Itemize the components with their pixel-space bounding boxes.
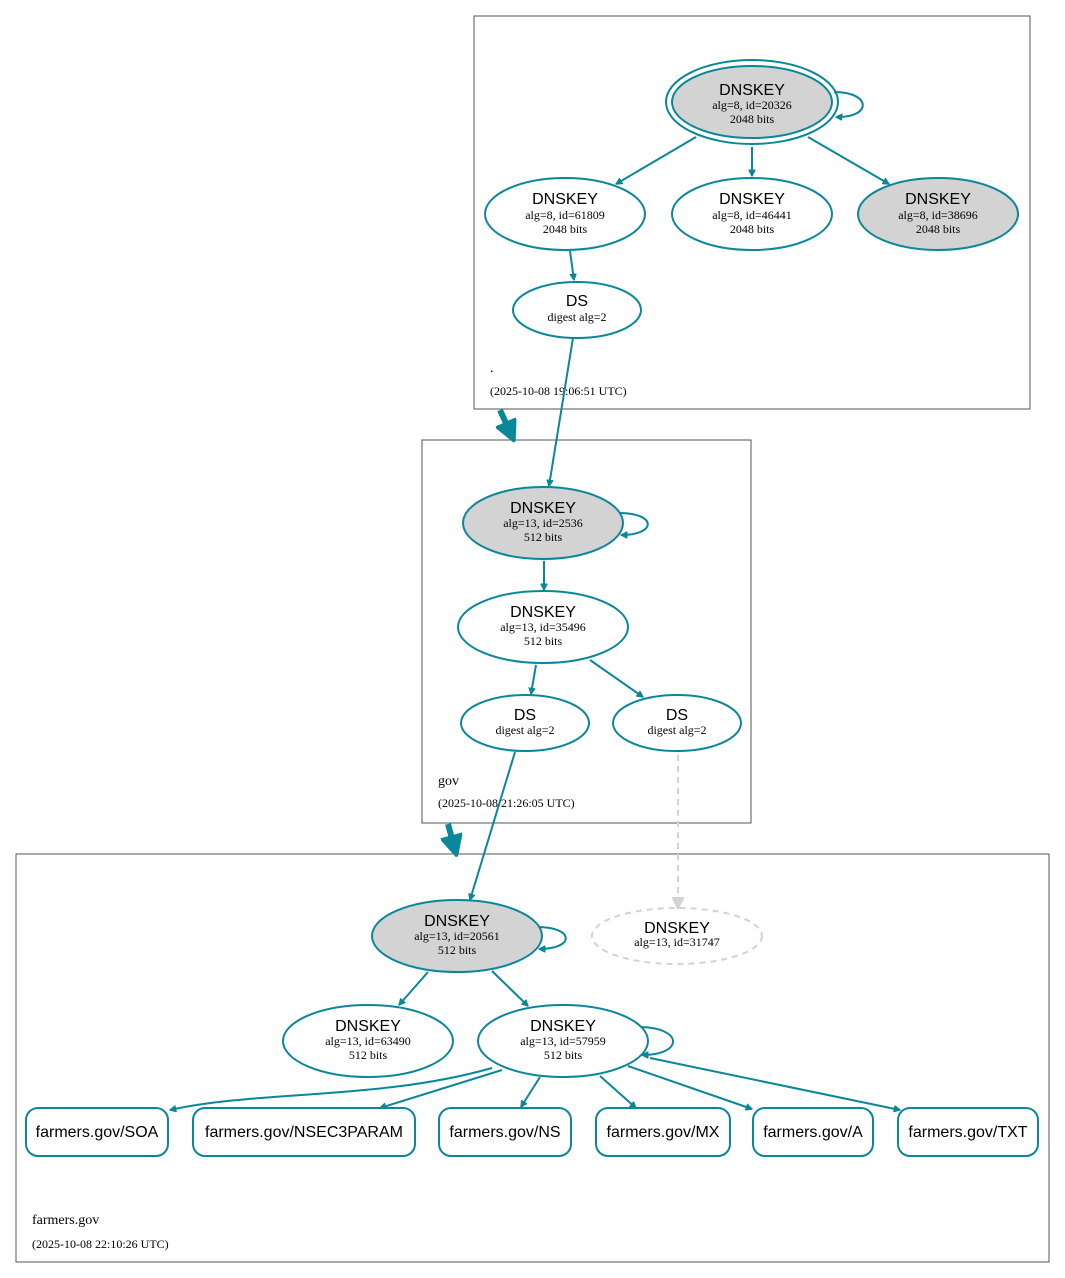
rrset-soa[interactable]: farmers.gov/SOA [25, 1107, 169, 1157]
node-title: DNSKEY [424, 913, 490, 930]
node-title: DNSKEY [335, 1018, 401, 1035]
dnskey-node-63490[interactable]: DNSKEY alg=13, id=63490 512 bits [282, 1004, 454, 1078]
node-size: 2048 bits [730, 222, 775, 236]
edge [807, 136, 889, 185]
node-detail: digest alg=2 [647, 723, 706, 737]
dnskey-node-20326[interactable]: DNSKEY alg=8, id=20326 2048 bits [665, 59, 839, 145]
node-title: DNSKEY [510, 604, 576, 621]
node-detail: alg=13, id=2536 [503, 516, 583, 530]
edge [531, 664, 537, 694]
edge-to-ns [520, 1076, 541, 1107]
rrset-a[interactable]: farmers.gov/A [752, 1107, 874, 1157]
node-size: 2048 bits [916, 222, 961, 236]
edge [569, 250, 574, 280]
node-title: DS [666, 707, 688, 724]
node-size: 512 bits [438, 943, 477, 957]
node-title: DS [514, 707, 536, 724]
dnskey-node-35496[interactable]: DNSKEY alg=13, id=35496 512 bits [457, 590, 629, 664]
edge [491, 970, 528, 1006]
node-title: DNSKEY [510, 500, 576, 517]
delegation-arrow-gov-farmers [448, 823, 454, 846]
ds-node-root[interactable]: DS digest alg=2 [512, 281, 642, 339]
zone-name: gov [438, 774, 459, 789]
dnskey-node-61809[interactable]: DNSKEY alg=8, id=61809 2048 bits [484, 177, 646, 251]
rrset-mx[interactable]: farmers.gov/MX [595, 1107, 731, 1157]
dnskey-node-20561[interactable]: DNSKEY alg=13, id=20561 512 bits [371, 899, 543, 973]
rrset-label: farmers.gov/NS [449, 1124, 560, 1141]
rrset-txt[interactable]: farmers.gov/TXT [897, 1107, 1039, 1157]
ds-node-gov-2[interactable]: DS digest alg=2 [612, 694, 742, 752]
rrset-label: farmers.gov/SOA [36, 1124, 159, 1141]
rrset-ns[interactable]: farmers.gov/NS [438, 1107, 572, 1157]
node-title: DNSKEY [719, 191, 785, 208]
node-detail: alg=13, id=57959 [520, 1034, 606, 1048]
edge-ds-to-dnskey [549, 337, 574, 486]
edge-ds-to-dnskey [470, 751, 516, 900]
node-title: DS [566, 293, 588, 310]
rrset-nsec3param[interactable]: farmers.gov/NSEC3PARAM [192, 1107, 416, 1157]
node-size: 512 bits [544, 1048, 583, 1062]
delegation-arrow-root-gov [500, 408, 510, 432]
node-title: DNSKEY [530, 1018, 596, 1035]
edge-to-a [627, 1065, 752, 1109]
node-detail: alg=13, id=63490 [325, 1034, 411, 1048]
dnskey-node-31747-missing[interactable]: DNSKEY alg=13, id=31747 [591, 907, 763, 965]
edge-to-soa [170, 1067, 493, 1110]
node-size: 2048 bits [730, 112, 775, 126]
node-detail: alg=13, id=31747 [634, 935, 720, 949]
edge-self-signed [618, 512, 649, 535]
node-size: 512 bits [524, 634, 563, 648]
node-title: DNSKEY [905, 191, 971, 208]
zone-timestamp: (2025-10-08 22:10:26 UTC) [32, 1237, 169, 1251]
rrset-label: farmers.gov/NSEC3PARAM [205, 1124, 403, 1141]
edge-to-nsec3param [380, 1069, 503, 1108]
edge [399, 971, 429, 1005]
node-title: DNSKEY [719, 82, 785, 99]
edge-to-txt [649, 1057, 900, 1110]
node-size: 2048 bits [543, 222, 588, 236]
node-detail: alg=13, id=35496 [500, 620, 586, 634]
edge [616, 136, 697, 185]
node-title: DNSKEY [532, 191, 598, 208]
rrset-label: farmers.gov/MX [607, 1124, 720, 1141]
node-detail: alg=8, id=38696 [898, 208, 978, 222]
zone-timestamp: (2025-10-08 19:06:51 UTC) [490, 384, 627, 398]
node-detail: alg=8, id=46441 [712, 208, 792, 222]
ds-node-gov-1[interactable]: DS digest alg=2 [460, 694, 590, 752]
edge-self-signed [536, 926, 567, 949]
zone-timestamp: (2025-10-08 21:26:05 UTC) [438, 796, 575, 810]
node-detail: digest alg=2 [547, 310, 606, 324]
rrset-label: farmers.gov/A [763, 1124, 863, 1141]
dnskey-node-2536[interactable]: DNSKEY alg=13, id=2536 512 bits [462, 486, 624, 560]
edge-self-signed [833, 91, 864, 117]
node-detail: digest alg=2 [495, 723, 554, 737]
node-detail: alg=8, id=20326 [712, 98, 792, 112]
rrset-label: farmers.gov/TXT [908, 1124, 1027, 1141]
edge-self-signed [637, 1026, 674, 1055]
edges [170, 91, 900, 1110]
zone-farmers-gov: farmers.gov (2025-10-08 22:10:26 UTC) [15, 853, 1050, 1263]
node-detail: alg=13, id=20561 [414, 929, 500, 943]
node-title: DNSKEY [644, 920, 710, 937]
dnskey-node-57959[interactable]: DNSKEY alg=13, id=57959 512 bits [477, 1004, 649, 1078]
zone-root: . (2025-10-08 19:06:51 UTC) [473, 15, 1031, 410]
node-size: 512 bits [524, 530, 563, 544]
node-detail: alg=8, id=61809 [525, 208, 605, 222]
node-size: 512 bits [349, 1048, 388, 1062]
zone-gov: gov (2025-10-08 21:26:05 UTC) [421, 439, 752, 824]
edge-to-mx [599, 1075, 636, 1108]
zone-name: . [490, 361, 494, 376]
dnskey-node-46441[interactable]: DNSKEY alg=8, id=46441 2048 bits [671, 177, 833, 251]
dnskey-node-38696[interactable]: DNSKEY alg=8, id=38696 2048 bits [857, 177, 1019, 251]
edge [589, 659, 643, 697]
zone-name: farmers.gov [32, 1213, 99, 1228]
